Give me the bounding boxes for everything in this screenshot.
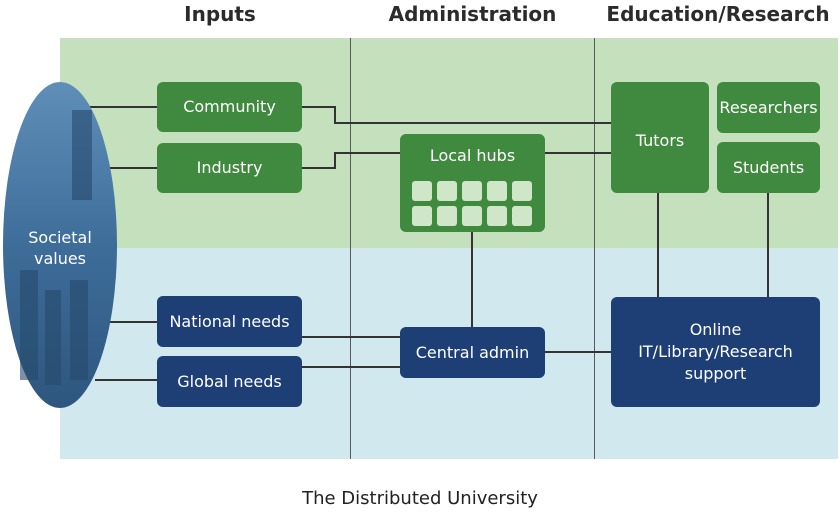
hub-cell <box>437 206 457 226</box>
hub-cell <box>512 206 532 226</box>
connector-community-tutors <box>302 106 611 124</box>
hub-cell <box>487 206 507 226</box>
tutors-box: Tutors <box>611 82 709 193</box>
community-box: Community <box>157 82 302 132</box>
hub-cell <box>412 206 432 226</box>
connector-industry-hubs <box>302 152 400 169</box>
students-box: Students <box>717 142 820 193</box>
online-support-box: Online IT/Library/Research support <box>611 297 820 407</box>
divider-admin <box>350 38 351 459</box>
researchers-box: Researchers <box>717 82 820 133</box>
divider-education <box>594 38 595 459</box>
hub-cell <box>462 206 482 226</box>
central-admin-box: Central admin <box>400 327 545 378</box>
tutors-label: Tutors <box>635 131 685 150</box>
diagram-caption: The Distributed University <box>302 488 538 509</box>
local-hubs-label: Local hubs <box>429 146 516 165</box>
hub-cell <box>512 181 532 201</box>
global-needs-box: Global needs <box>157 356 302 407</box>
column-education-research: Education/Research <box>606 2 830 26</box>
column-inputs: Inputs <box>184 2 256 26</box>
hub-cell <box>412 181 432 201</box>
societal-values-label: Societal values <box>28 228 92 268</box>
hub-cell <box>462 181 482 201</box>
hub-cell <box>487 181 507 201</box>
industry-box: Industry <box>157 143 302 193</box>
national-needs-box: National needs <box>157 296 302 347</box>
hub-cell <box>437 181 457 201</box>
column-administration: Administration <box>388 2 557 26</box>
